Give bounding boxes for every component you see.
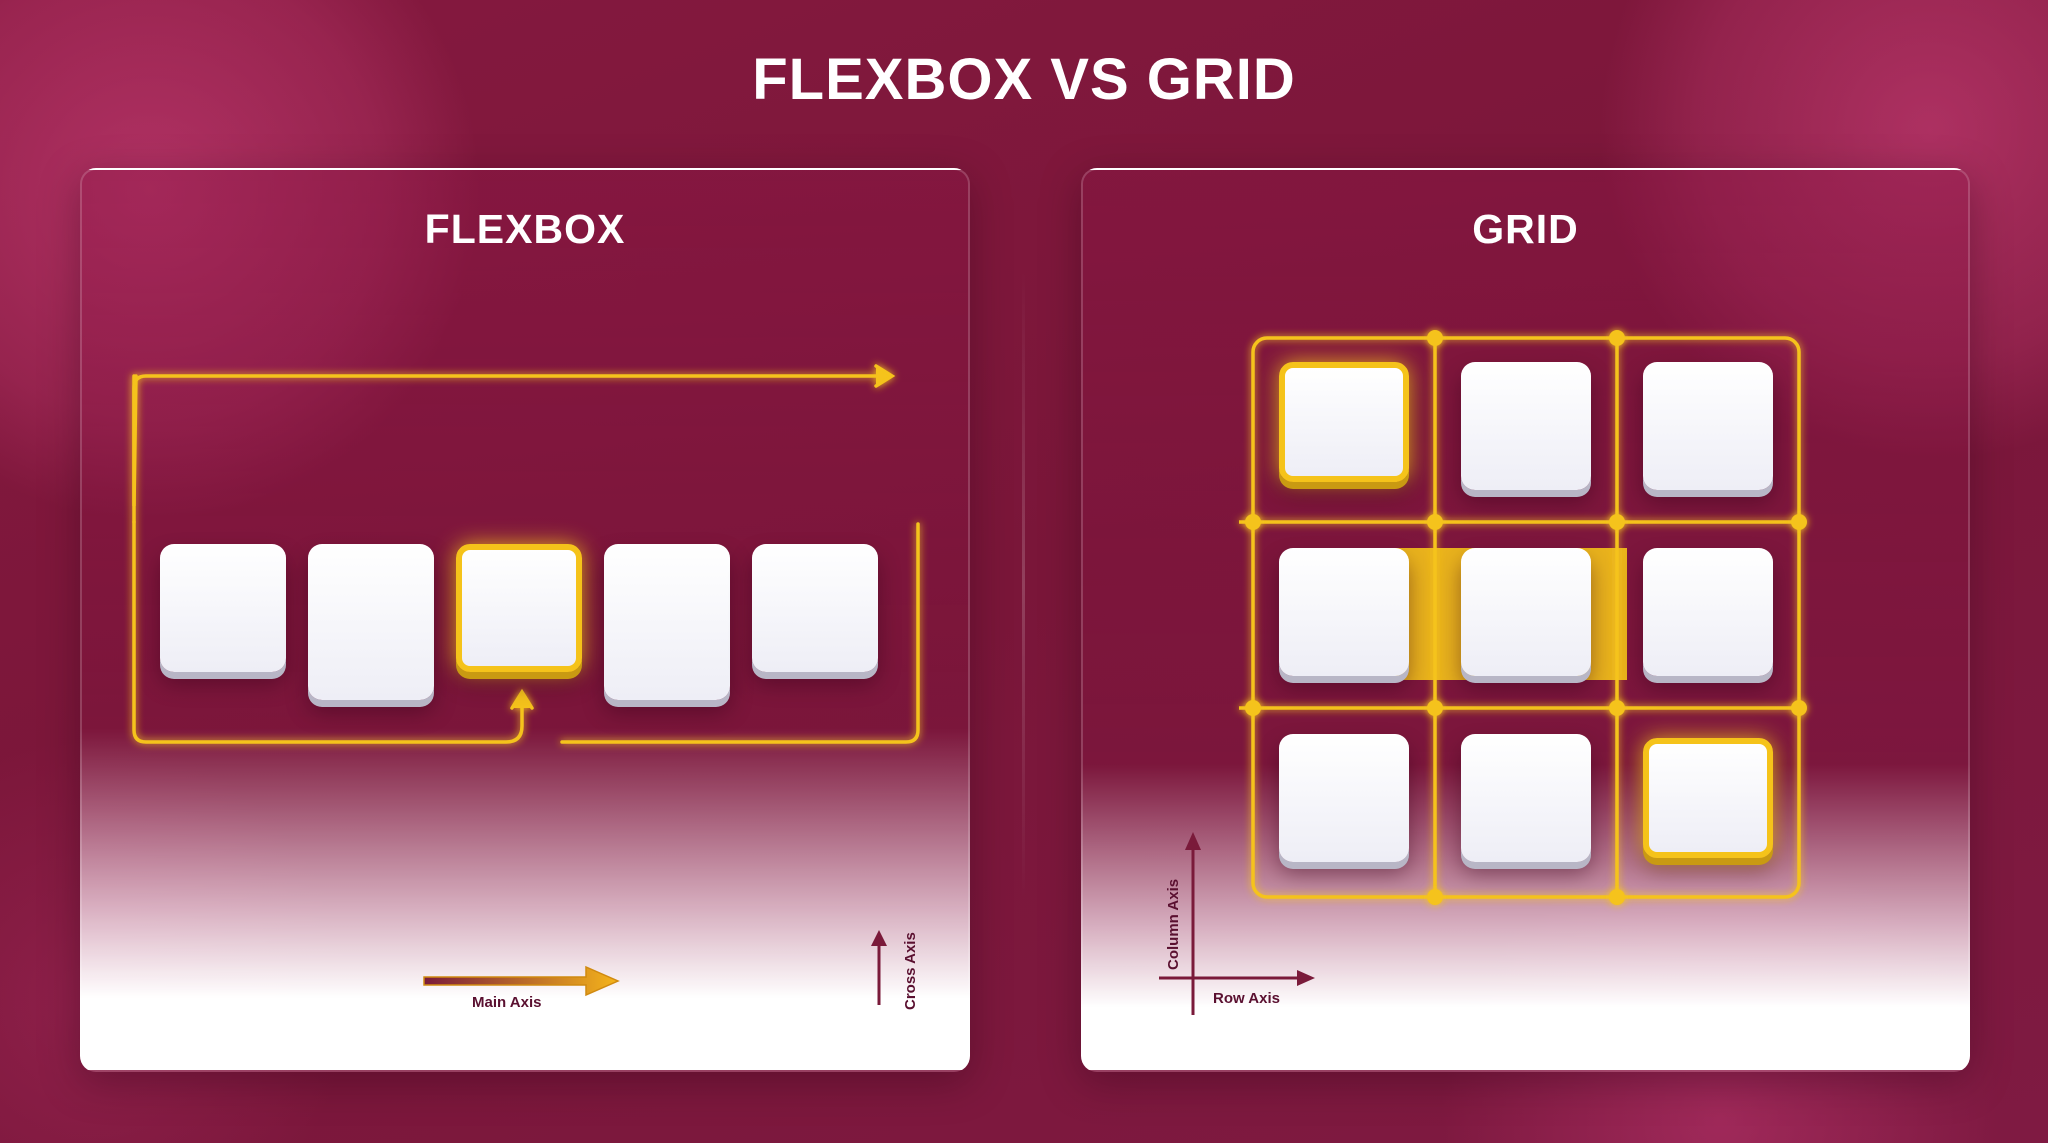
flexbox-heading: FLEXBOX — [424, 206, 626, 252]
column-axis-label: Column Axis — [1165, 878, 1182, 970]
grid-panel: GRID — [1081, 168, 1970, 1072]
grid-cell-5 — [1461, 548, 1591, 676]
flex-item-3-highlighted — [456, 544, 582, 672]
grid-cell-6 — [1643, 548, 1773, 676]
grid-cell-4 — [1279, 548, 1409, 676]
flex-item-2 — [308, 544, 434, 700]
row-axis-label: Row Axis — [1213, 990, 1280, 1007]
grid-heading: GRID — [1472, 206, 1579, 252]
grid-cell-3 — [1643, 362, 1773, 490]
flex-item-5 — [752, 544, 878, 672]
center-divider — [1022, 270, 1025, 900]
flex-item-1 — [160, 544, 286, 672]
grid-cell-8 — [1461, 734, 1591, 862]
grid-intersection-dots — [1245, 330, 1807, 905]
flexbox-panel: FLEXBOX — [80, 168, 970, 1072]
grid-cell-7 — [1279, 734, 1409, 862]
main-axis-arrow — [423, 965, 620, 997]
flexbox-container-outline — [132, 364, 920, 1005]
flex-item-4 — [604, 544, 730, 700]
grid-cell-2 — [1461, 362, 1591, 490]
cross-axis-label: Cross Axis — [902, 932, 919, 1010]
grid-cell-9-highlighted — [1643, 738, 1773, 858]
page-title: FLEXBOX VS GRID — [752, 47, 1296, 112]
main-axis-label: Main Axis — [472, 994, 542, 1011]
grid-cell-1-highlighted — [1279, 362, 1409, 482]
